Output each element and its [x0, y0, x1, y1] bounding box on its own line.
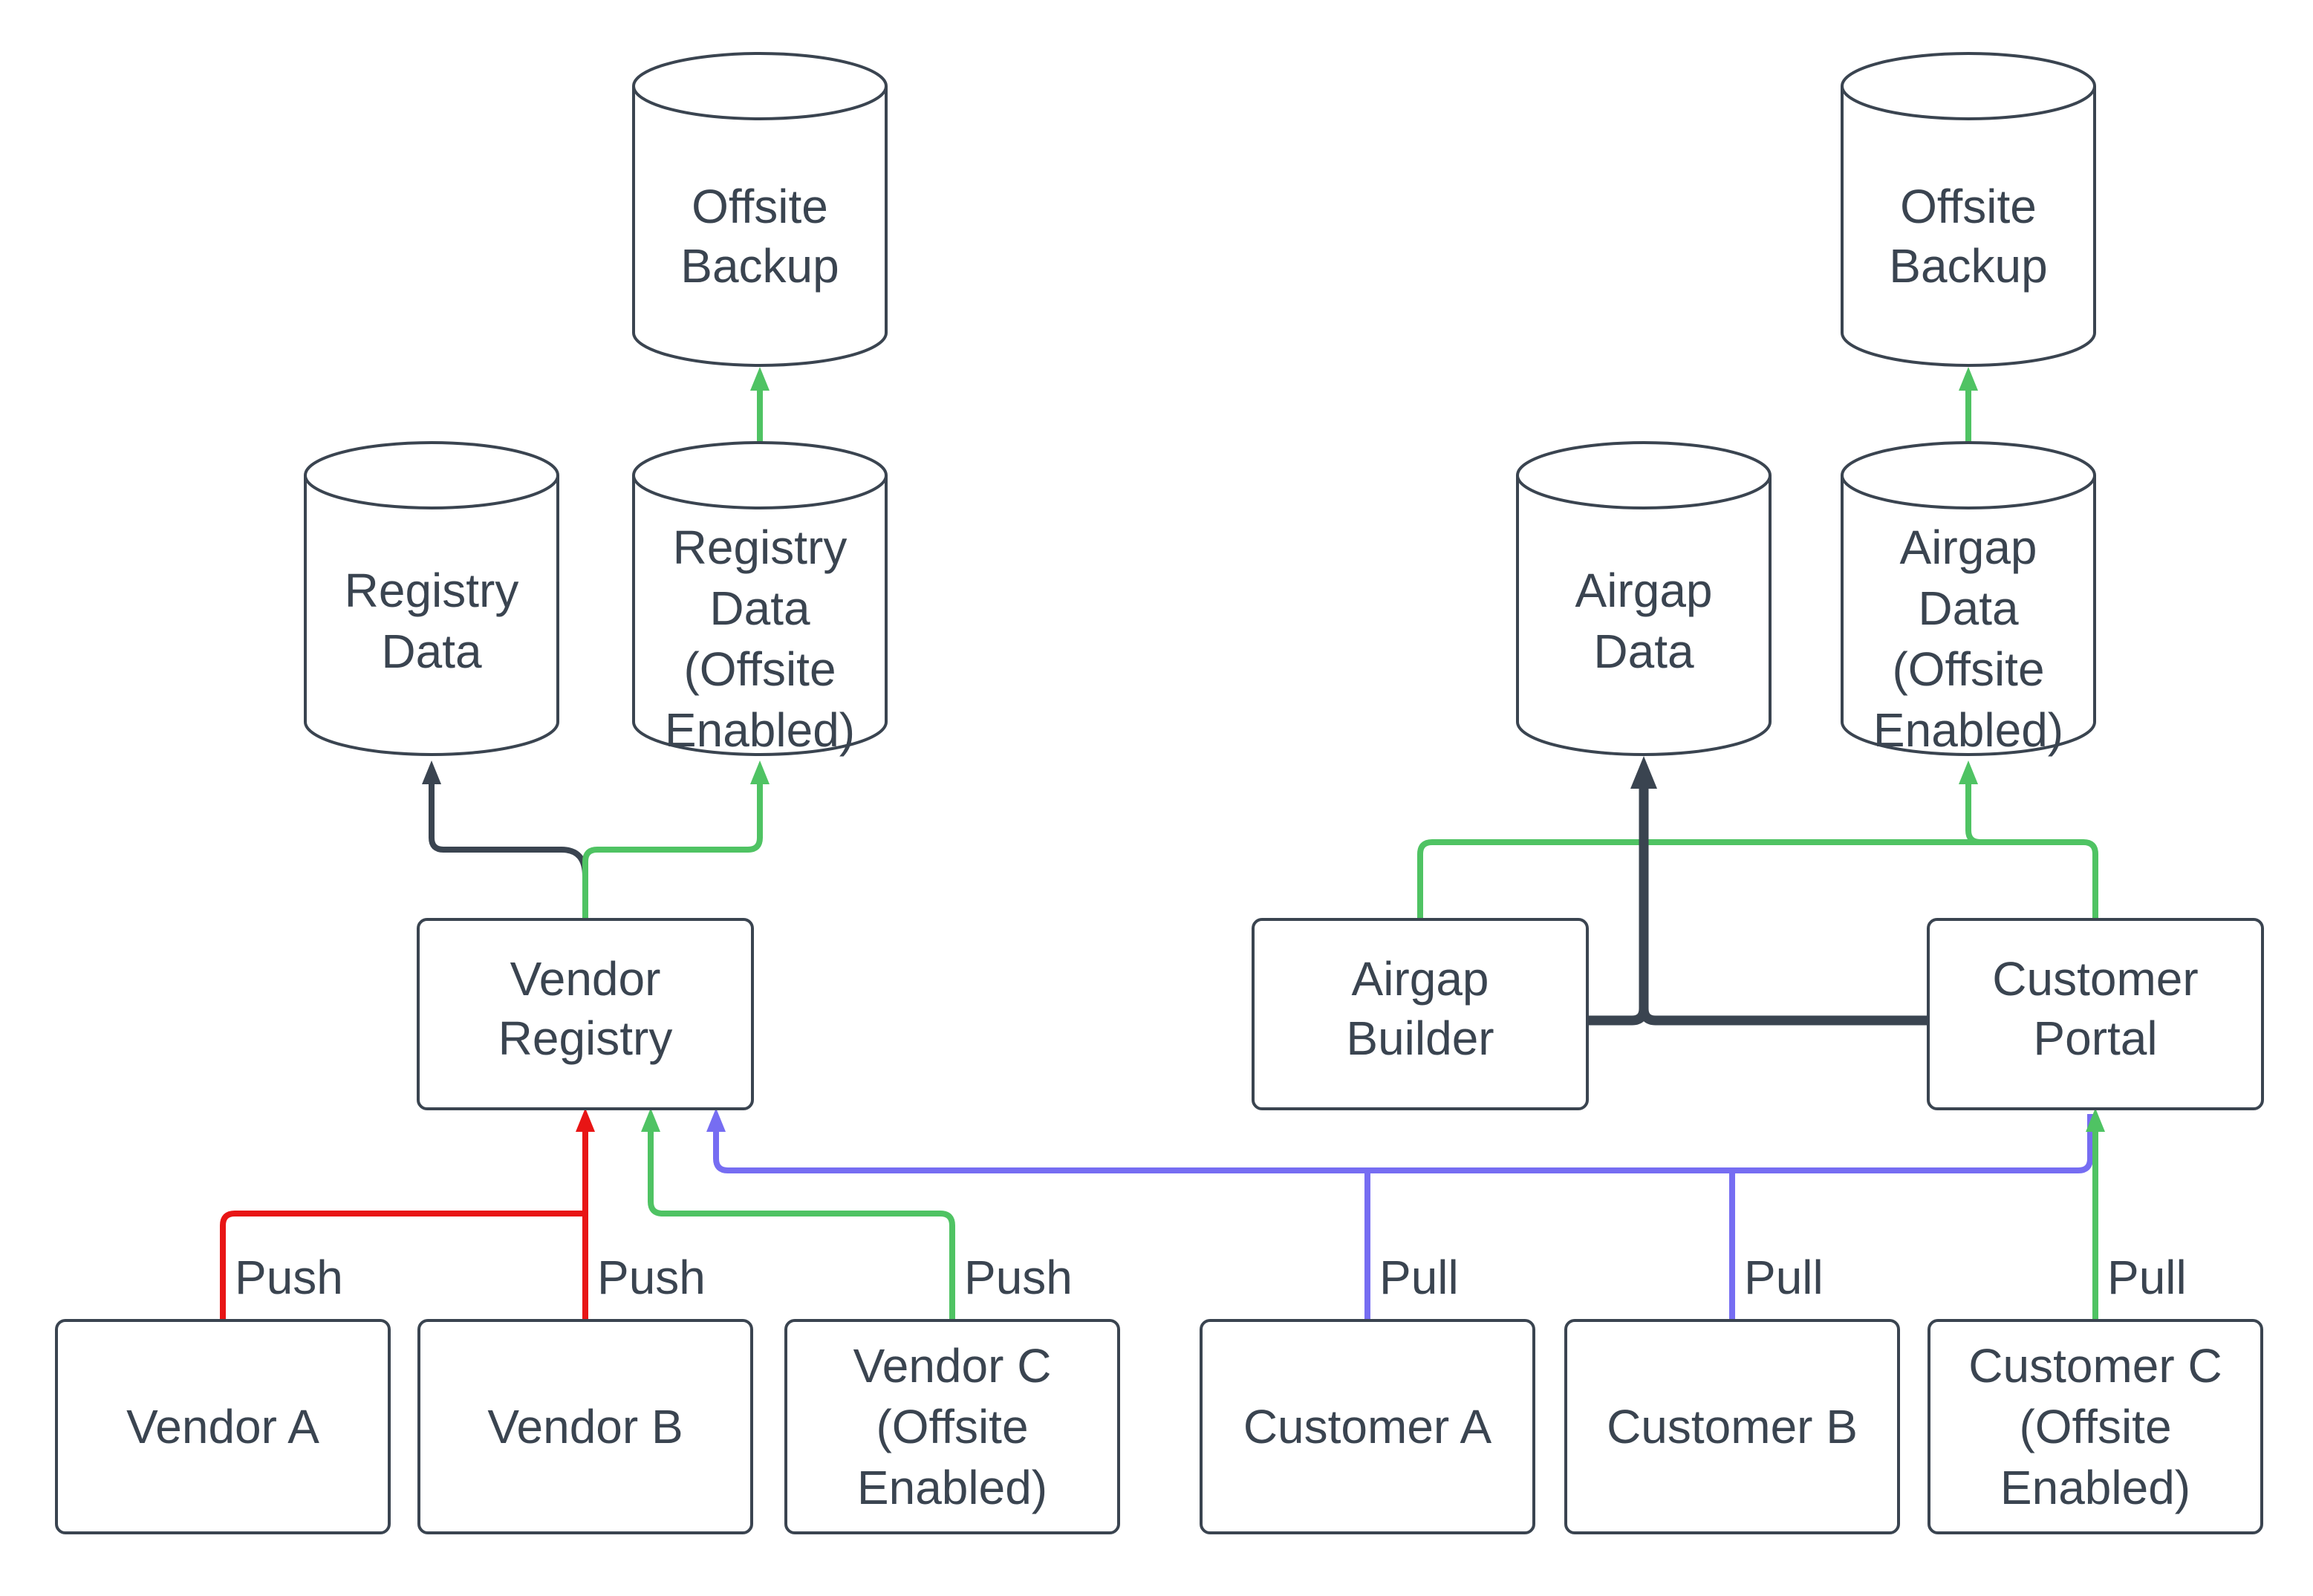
- arrowhead-into-airgap-data: [1630, 756, 1657, 789]
- edge-customers-pull-rail: [713, 1114, 2093, 1173]
- arrowhead-into-registry-data-offsite: [750, 760, 770, 784]
- node-vendor-b: Vendor B: [417, 1319, 753, 1534]
- arrowhead-into-airgap-data-offsite: [1959, 760, 1978, 784]
- node-label: Registry: [498, 1012, 673, 1065]
- edge-airgap-builder-stub: [1587, 1008, 1649, 1026]
- edge-vendor-a-push: [220, 1211, 585, 1320]
- node-label: (Offsite: [2019, 1400, 2171, 1453]
- edge-customer-portal-airgap-builder-chain: [1417, 839, 2098, 919]
- node-airgap-data-offsite: Airgap Data (Offsite Enabled): [1841, 441, 2096, 757]
- node-vendor-c: Vendor C (Offsite Enabled): [784, 1319, 1120, 1534]
- node-label: Data: [381, 625, 482, 678]
- node-customer-a: Customer A: [1200, 1319, 1535, 1534]
- node-label: Data: [1918, 582, 2019, 635]
- node-label: Vendor B: [487, 1400, 683, 1453]
- edge-customer-portal-to-airgap-data: [1639, 789, 1928, 1026]
- node-label: Airgap: [1575, 564, 1713, 617]
- registry-data-offsite-cylinder: [632, 441, 888, 756]
- customer-a-box: [1200, 1319, 1535, 1534]
- arrowhead-red-into-vendor-registry: [576, 1108, 595, 1132]
- node-label: Portal: [2033, 1012, 2157, 1065]
- node-label: Registry: [673, 521, 848, 574]
- edge-label-vendor-c-push: Push: [964, 1251, 1073, 1304]
- node-label: Offsite: [1900, 180, 2037, 233]
- arrowhead-purple-into-vendor-registry: [706, 1108, 726, 1132]
- node-registry-data: Registry Data: [304, 441, 559, 756]
- airgap-builder-box: [1252, 918, 1589, 1110]
- airgap-data-cylinder-rim: [1516, 475, 1772, 509]
- node-label: (Offsite: [876, 1400, 1028, 1453]
- vendor-a-box: [55, 1319, 391, 1534]
- edge-vendor-c-push: [648, 1132, 955, 1320]
- vendor-c-box: [784, 1319, 1120, 1534]
- node-label: Vendor: [510, 952, 661, 1006]
- customer-b-box: [1564, 1319, 1900, 1534]
- node-label: Enabled): [857, 1461, 1047, 1514]
- arrowhead-into-offsite-backup-left: [750, 367, 770, 391]
- arrowhead-into-offsite-backup-right: [1959, 367, 1978, 391]
- node-offsite-backup-left: Offsite Backup: [632, 52, 888, 367]
- node-label: (Offsite: [683, 642, 836, 696]
- offsite-backup-right-cylinder: [1841, 52, 2096, 367]
- edge-branch-to-airgap-data-offsite: [1965, 784, 1981, 845]
- node-label: Enabled): [665, 703, 855, 757]
- offsite-backup-right-cylinder-rim: [1841, 85, 2096, 120]
- node-registry-data-offsite: Registry Data (Offsite Enabled): [632, 441, 888, 757]
- node-customer-b: Customer B: [1564, 1319, 1900, 1534]
- node-label: (Offsite: [1892, 642, 2044, 696]
- airgap-data-offsite-cylinder-rim: [1841, 475, 2096, 509]
- arrowhead-green-into-vendor-registry: [641, 1108, 660, 1132]
- node-label: Customer C: [1968, 1339, 2222, 1393]
- edge-label-vendor-a-push: Push: [235, 1251, 343, 1304]
- edge-label-vendor-b-push: Push: [597, 1251, 706, 1304]
- node-label: Builder: [1346, 1012, 1494, 1065]
- node-label: Backup: [1889, 239, 2047, 293]
- node-vendor-registry: Vendor Registry: [417, 918, 754, 1110]
- edge-vendor-registry-to-registry-data: [429, 784, 588, 877]
- customer-c-box: [1928, 1319, 2263, 1534]
- edge-label-customer-b-pull: Pull: [1744, 1251, 1824, 1304]
- node-label: Vendor C: [853, 1339, 1052, 1393]
- node-label: Enabled): [1873, 703, 2063, 757]
- registry-data-offsite-cylinder-rim: [632, 475, 888, 509]
- registry-data-cylinder-rim: [304, 475, 559, 509]
- node-vendor-a: Vendor A: [55, 1319, 391, 1534]
- registry-data-cylinder: [304, 441, 559, 756]
- node-label: Customer A: [1243, 1400, 1492, 1453]
- arrowhead-green-into-customer-portal: [2086, 1108, 2105, 1132]
- node-label: Vendor A: [126, 1400, 319, 1453]
- node-label: Data: [709, 582, 810, 635]
- offsite-backup-left-cylinder-rim: [632, 85, 888, 120]
- node-label: Customer B: [1607, 1400, 1858, 1453]
- node-customer-c: Customer C (Offsite Enabled): [1928, 1319, 2263, 1534]
- node-label: Backup: [680, 239, 839, 293]
- node-label: Registry: [345, 564, 519, 617]
- node-customer-portal: Customer Portal: [1927, 918, 2264, 1110]
- offsite-backup-left-cylinder: [632, 52, 888, 367]
- node-airgap-data: Airgap Data: [1516, 441, 1772, 756]
- vendor-registry-box: [417, 918, 754, 1110]
- node-airgap-builder: Airgap Builder: [1252, 918, 1589, 1110]
- edge-label-customer-c-pull: Pull: [2107, 1251, 2187, 1304]
- edge-vendor-registry-to-registry-data-offsite: [582, 784, 763, 919]
- node-offsite-backup-right: Offsite Backup: [1841, 52, 2096, 367]
- node-label: Data: [1593, 625, 1694, 678]
- customer-portal-box: [1927, 918, 2264, 1110]
- airgap-data-cylinder: [1516, 441, 1772, 756]
- airgap-data-offsite-cylinder: [1841, 441, 2096, 756]
- node-label: Enabled): [2000, 1461, 2190, 1514]
- arrowhead-into-registry-data: [422, 760, 441, 784]
- node-label: Customer: [1992, 952, 2198, 1006]
- node-label: Offsite: [692, 180, 828, 233]
- vendor-b-box: [417, 1319, 753, 1534]
- node-label: Airgap: [1900, 521, 2037, 574]
- node-label: Airgap: [1352, 952, 1489, 1006]
- edge-label-customer-a-pull: Pull: [1379, 1251, 1459, 1304]
